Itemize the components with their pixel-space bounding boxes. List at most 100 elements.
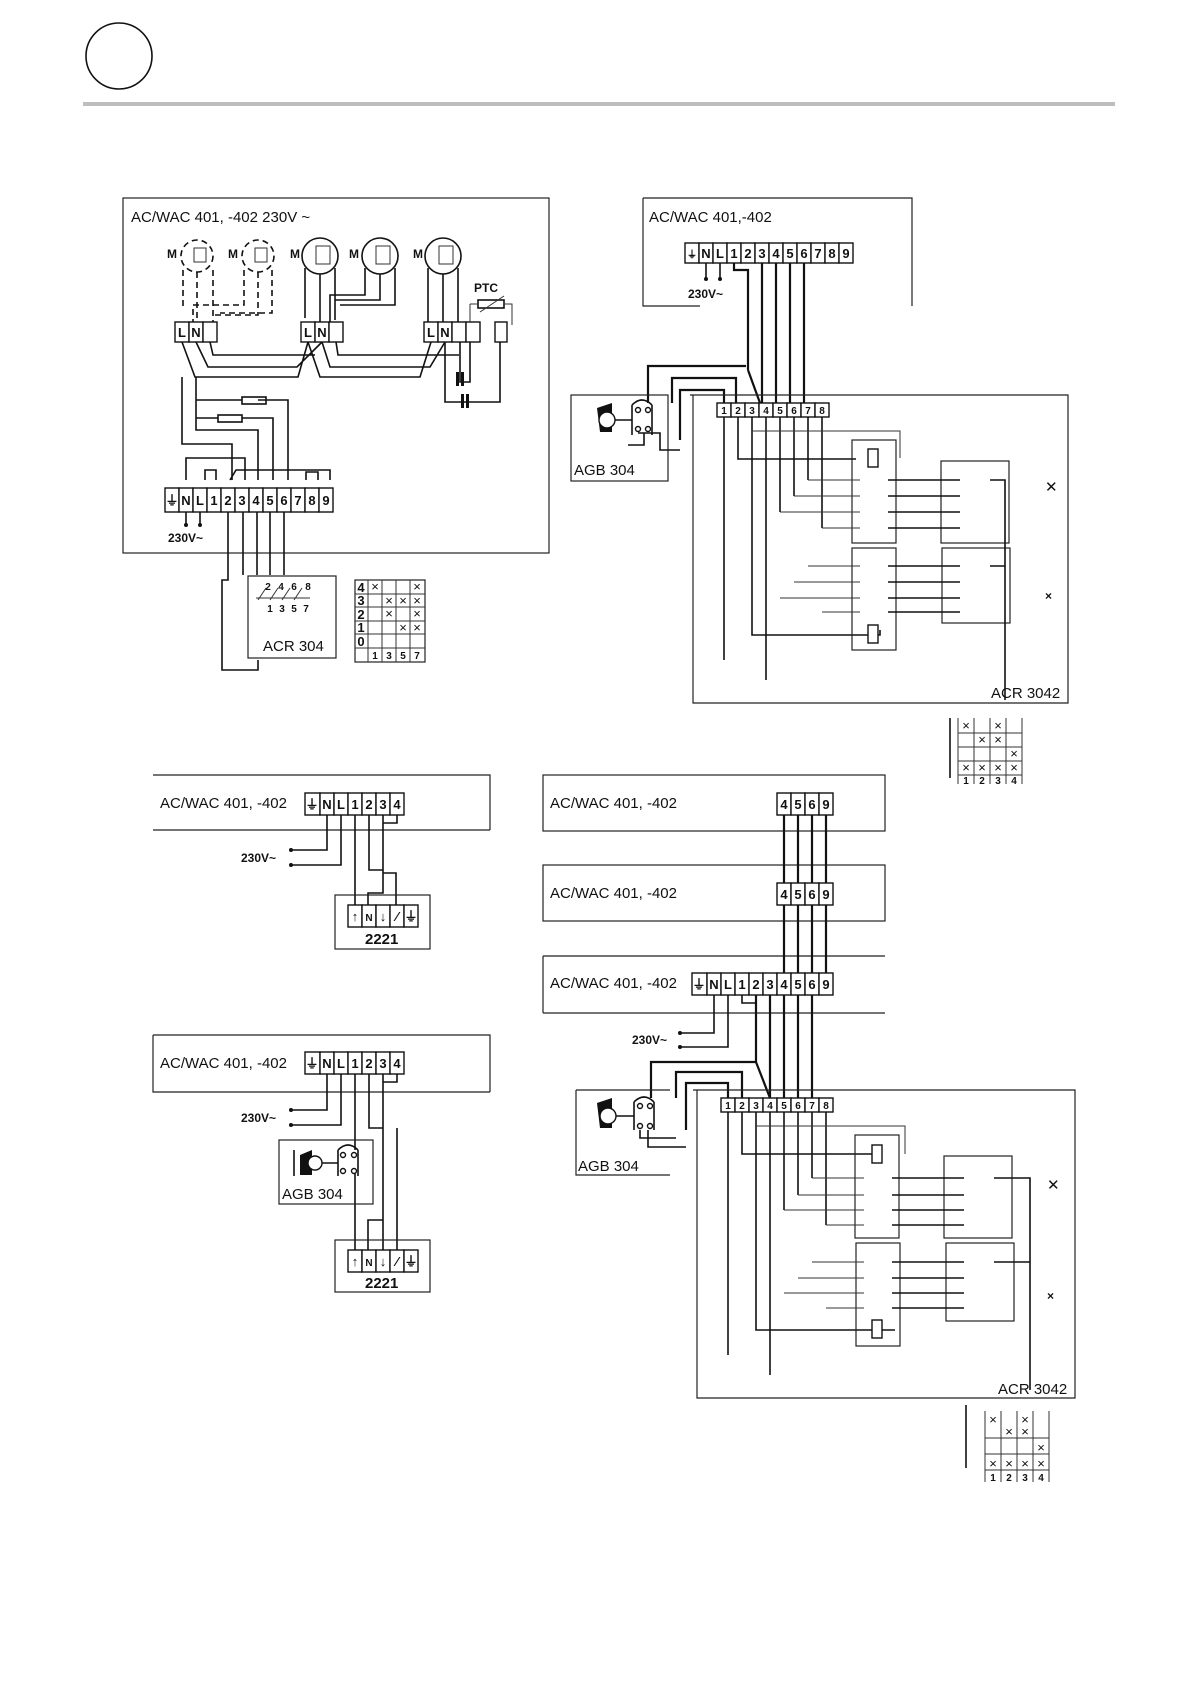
svg-text:4: 4 xyxy=(393,797,401,812)
svg-text:2: 2 xyxy=(365,797,372,812)
sensor-name: AGB 304 xyxy=(574,462,635,479)
motor-terminal-block: L N xyxy=(300,321,344,343)
svg-text:4: 4 xyxy=(357,580,365,595)
thermostat-name: 2221 xyxy=(365,931,398,948)
svg-text:3: 3 xyxy=(753,1101,759,1112)
svg-text:×: × xyxy=(994,718,1002,733)
svg-text:4: 4 xyxy=(780,977,788,992)
motor-terminal-block: L N xyxy=(174,321,218,343)
svg-text:L: L xyxy=(178,325,186,340)
svg-text:↑: ↑ xyxy=(352,909,359,924)
svg-text:1: 1 xyxy=(357,620,364,635)
svg-text:⏚: ⏚ xyxy=(305,797,318,812)
relay-coil-icon xyxy=(871,1319,883,1339)
svg-text:×: × xyxy=(413,579,421,594)
svg-text:3: 3 xyxy=(386,651,392,662)
svg-text:×: × xyxy=(1005,1424,1013,1439)
thermostat-box xyxy=(334,1239,431,1293)
svg-text:L: L xyxy=(427,325,435,340)
agb304-sensor: AGB 304 xyxy=(570,394,680,482)
motor-icon: M xyxy=(290,237,339,275)
diagram-acr304: AC/WAC 401, -402 230V ~ M M M M xyxy=(122,197,550,671)
svg-text:9: 9 xyxy=(822,887,829,902)
unit-terminal-strip: ⏚ N L 1 2 3 4 5 6 9 xyxy=(691,972,834,996)
switch-terminal-strip: 1 2 3 4 5 6 7 8 xyxy=(716,402,830,418)
svg-text:1: 1 xyxy=(351,1056,358,1071)
svg-text:4: 4 xyxy=(252,493,260,508)
svg-text:×: × xyxy=(994,760,1002,775)
svg-text:5: 5 xyxy=(777,406,783,417)
off-symbol-icon: × xyxy=(1045,589,1052,603)
svg-text:7: 7 xyxy=(414,651,420,662)
svg-text:6: 6 xyxy=(808,797,815,812)
switch-terminal-strip: 1 2 3 4 5 6 7 8 xyxy=(720,1097,834,1113)
diagram-2221-thermostat: AC/WAC 401, -402 ⏚ N L 1 2 3 4 230V~ ↑ N… xyxy=(153,774,491,950)
svg-text:×: × xyxy=(1010,760,1018,775)
unit-terminal-strip: ⏚ N L 1 2 3 4 5 6 7 8 9 xyxy=(684,242,854,264)
svg-text:M: M xyxy=(413,247,423,261)
sensor-probe-icon xyxy=(300,1150,312,1175)
svg-text:↓: ↓ xyxy=(380,1254,387,1269)
svg-text:×: × xyxy=(1037,1456,1045,1471)
svg-text:M: M xyxy=(228,247,238,261)
svg-text:7: 7 xyxy=(814,246,821,261)
svg-text:4: 4 xyxy=(780,797,788,812)
svg-text:1: 1 xyxy=(738,977,745,992)
svg-text:⏚: ⏚ xyxy=(692,977,705,992)
svg-text:4: 4 xyxy=(1011,776,1017,787)
sensor-name: AGB 304 xyxy=(578,1158,639,1175)
supply-label: 230V~ xyxy=(688,287,723,301)
supply-label: 230V~ xyxy=(632,1033,667,1047)
svg-text:2: 2 xyxy=(752,977,759,992)
contact-block xyxy=(941,547,1011,624)
svg-text:4: 4 xyxy=(780,887,788,902)
svg-text:×: × xyxy=(978,732,986,747)
svg-text:1: 1 xyxy=(725,1101,731,1112)
motor-terminal-block: L N xyxy=(423,321,508,343)
svg-text:5: 5 xyxy=(266,493,273,508)
svg-text:⏚: ⏚ xyxy=(404,1254,417,1269)
svg-text:4: 4 xyxy=(767,1101,773,1112)
svg-text:5: 5 xyxy=(400,651,406,662)
supply-label: 230V~ xyxy=(241,851,276,865)
unit-housing xyxy=(122,197,550,554)
svg-text:3: 3 xyxy=(379,1056,386,1071)
motor-group: M M M M M xyxy=(167,237,462,275)
svg-text:4: 4 xyxy=(763,406,769,417)
svg-text:L: L xyxy=(337,797,345,812)
unit-title: AC/WAC 401, -402 xyxy=(550,885,677,902)
svg-text:×: × xyxy=(399,620,407,635)
svg-text:3: 3 xyxy=(749,406,755,417)
svg-text:4: 4 xyxy=(393,1056,401,1071)
switch-name: ACR 3042 xyxy=(991,685,1060,702)
svg-text:N: N xyxy=(191,325,200,340)
svg-text:×: × xyxy=(413,593,421,608)
svg-text:M: M xyxy=(349,247,359,261)
supply-label: 230V~ xyxy=(168,531,203,545)
svg-text:6: 6 xyxy=(791,406,797,417)
svg-text:N: N xyxy=(322,797,331,812)
svg-text:N: N xyxy=(701,246,710,261)
svg-text:⏚: ⏚ xyxy=(687,249,697,261)
svg-text:1: 1 xyxy=(267,604,273,615)
svg-text:9: 9 xyxy=(822,797,829,812)
switch-truth-table: × × × × × × × × × 1 2 3 4 xyxy=(965,1405,1050,1484)
diagram-acr3042-multi-unit: AC/WAC 401, -402 4 5 6 9 AC/WAC 401, -40… xyxy=(542,774,1076,1484)
svg-text:2: 2 xyxy=(357,607,364,622)
svg-text:×: × xyxy=(385,606,393,621)
svg-text:3: 3 xyxy=(357,593,364,608)
svg-text:N: N xyxy=(365,1258,372,1269)
svg-text:L: L xyxy=(337,1056,345,1071)
svg-text:4: 4 xyxy=(1038,1473,1044,1484)
sensor-name: AGB 304 xyxy=(282,1186,343,1203)
thermostat-name: 2221 xyxy=(365,1275,398,1292)
motor-icon: M xyxy=(349,237,399,275)
svg-text:9: 9 xyxy=(842,246,849,261)
unit-terminal-strip: 4 5 6 9 xyxy=(776,882,834,906)
svg-text:×: × xyxy=(413,606,421,621)
svg-text:N: N xyxy=(709,977,718,992)
svg-text:×: × xyxy=(371,579,379,594)
svg-text:8: 8 xyxy=(819,406,825,417)
svg-text:6: 6 xyxy=(800,246,807,261)
svg-text:2: 2 xyxy=(1006,1473,1012,1484)
